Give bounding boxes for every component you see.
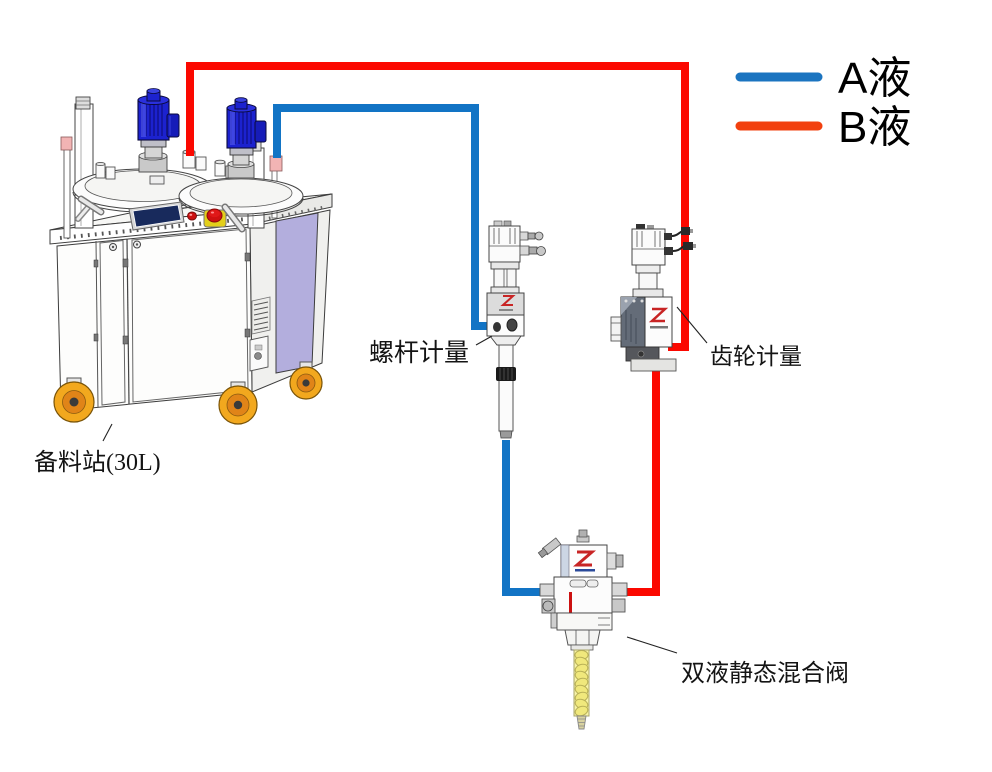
outlet-box xyxy=(249,335,269,372)
pipe-b-to-valve xyxy=(618,364,660,596)
label-gear-meter: 齿轮计量 xyxy=(710,344,802,369)
indicator-lamp xyxy=(187,211,197,221)
touchscreen-panel xyxy=(128,201,185,231)
lid-fittings xyxy=(95,149,236,185)
cabinet-doors xyxy=(93,228,251,408)
deck-handles xyxy=(77,195,246,233)
screw-meter-illustration xyxy=(486,220,546,439)
emergency-stop-button xyxy=(203,208,227,228)
label-prep-station: 备料站(30L) xyxy=(34,449,161,476)
prep-station-illustration xyxy=(49,88,333,425)
brand-logo xyxy=(648,307,669,323)
valve-side-ports xyxy=(539,582,628,614)
gear-meter-illustration xyxy=(610,224,696,372)
pipe-b-supply xyxy=(186,62,689,351)
legend-label-liquid-a: A液 xyxy=(838,54,911,103)
mounting-bracket xyxy=(610,316,622,342)
legend: A液 B液 xyxy=(735,54,911,152)
brand-logo xyxy=(572,550,597,567)
label-mixing-valve: 双液静态混合阀 xyxy=(681,660,849,687)
agitator-motor-b xyxy=(226,97,267,179)
static-mixer-tube xyxy=(573,649,590,730)
caster-wheel xyxy=(218,381,258,425)
pipe-a-to-valve xyxy=(502,440,548,596)
side-panel-lavender xyxy=(275,212,319,374)
cabinet-front xyxy=(56,226,253,412)
leader-screw-meter xyxy=(475,335,493,346)
caster-wheel xyxy=(53,377,95,423)
mixing-valve-illustration xyxy=(537,529,628,730)
motor-junction-box xyxy=(254,120,267,143)
legend-label-liquid-b: B液 xyxy=(838,103,911,152)
leader-prep-station xyxy=(102,423,113,442)
tank-b-lid xyxy=(178,177,304,217)
screw-meter-connectors xyxy=(519,231,546,256)
valve-top-fittings xyxy=(537,529,590,559)
vent-grille xyxy=(251,296,271,335)
label-screw-meter: 螺杆计量 xyxy=(369,339,469,367)
motor-junction-box xyxy=(166,113,180,138)
agitator-motor-a xyxy=(137,88,180,173)
gear-meter-cables xyxy=(664,227,696,255)
leader-gear-meter xyxy=(676,306,708,344)
pipe-a-supply xyxy=(273,104,490,330)
brand-logo xyxy=(500,295,516,306)
caster-wheel xyxy=(289,361,323,400)
left-lift-column xyxy=(60,96,100,239)
tube-clamp-ring xyxy=(496,367,516,381)
leader-mixing-valve xyxy=(626,636,678,654)
